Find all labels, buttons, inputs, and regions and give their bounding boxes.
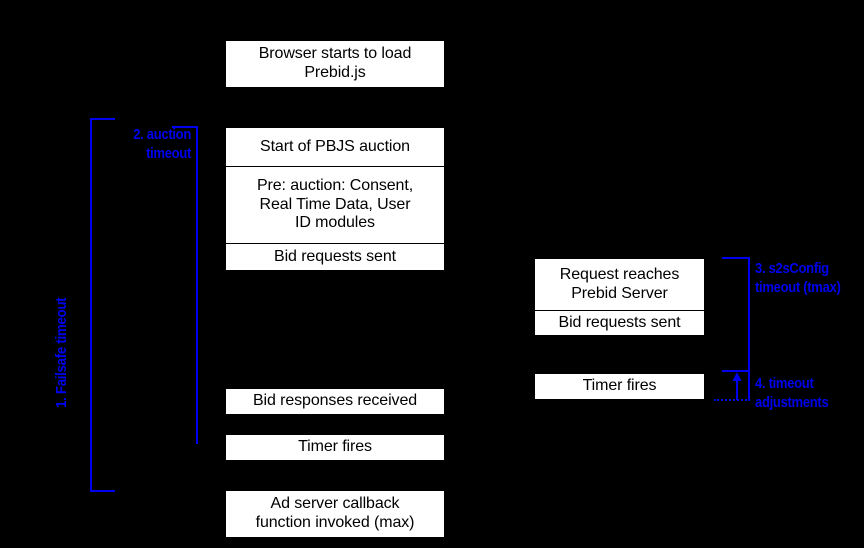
adjustments-bracket-tick: [722, 370, 750, 372]
s2sconfig-bracket-top-tick: [722, 257, 750, 259]
auction-timeout-label: 2. auction timeout: [133, 127, 191, 162]
s2sconfig-bracket-spine: [748, 257, 750, 372]
box-ad-server-callback: Ad server callback function invoked (max…: [225, 490, 445, 538]
box-pre-auction-modules: Pre: auction: Consent, Real Time Data, U…: [226, 166, 444, 243]
adjustments-dotted-baseline: [714, 399, 750, 401]
auction-bracket-top-tick: [172, 126, 198, 128]
box-bid-requests-sent-server-label: Bid requests sent: [558, 313, 681, 331]
box-timer-fires-client: Timer fires: [225, 434, 445, 461]
box-start-of-auction-label: Start of PBJS auction: [260, 137, 410, 155]
box-start-of-auction: Start of PBJS auction: [226, 128, 444, 166]
failsafe-timeout-label: 1. Failsafe timeout: [54, 297, 70, 408]
server-stack-group: Request reaches Prebid Server Bid reques…: [534, 258, 705, 336]
box-timer-fires-client-label: Timer fires: [298, 438, 372, 456]
box-pre-auction-modules-label: Pre: auction: Consent, Real Time Data, U…: [256, 176, 414, 232]
s2sconfig-timeout-label: 3. s2sConfig timeout (tmax): [755, 261, 841, 296]
box-bid-requests-sent-client: Bid requests sent: [226, 243, 444, 270]
box-browser-load-label: Browser starts to load Prebid.js: [258, 45, 412, 81]
failsafe-bracket-bottom-tick: [90, 490, 115, 492]
failsafe-bracket-top-tick: [90, 118, 115, 120]
box-bid-responses-received: Bid responses received: [225, 388, 445, 415]
timeout-adjustments-label: 4. timeout adjustments: [755, 376, 829, 411]
auction-bracket-spine: [196, 126, 198, 444]
auction-stack-group: Start of PBJS auction Pre: auction: Cons…: [225, 127, 445, 271]
box-ad-server-callback-label: Ad server callback function invoked (max…: [255, 495, 415, 531]
box-bid-responses-received-label: Bid responses received: [252, 392, 418, 410]
box-browser-load: Browser starts to load Prebid.js: [225, 40, 445, 88]
timeout-adjustment-up-arrow-icon: [732, 372, 742, 400]
box-timer-fires-server-label: Timer fires: [582, 377, 657, 395]
box-request-reaches-prebid-server-label: Request reaches Prebid Server: [559, 265, 680, 302]
box-bid-requests-sent-client-label: Bid requests sent: [274, 247, 396, 265]
box-request-reaches-prebid-server: Request reaches Prebid Server: [535, 259, 704, 310]
adjustments-bracket-spine: [748, 370, 750, 399]
box-bid-requests-sent-server: Bid requests sent: [535, 310, 704, 335]
box-timer-fires-server: Timer fires: [534, 373, 705, 400]
failsafe-bracket-spine: [90, 118, 92, 492]
